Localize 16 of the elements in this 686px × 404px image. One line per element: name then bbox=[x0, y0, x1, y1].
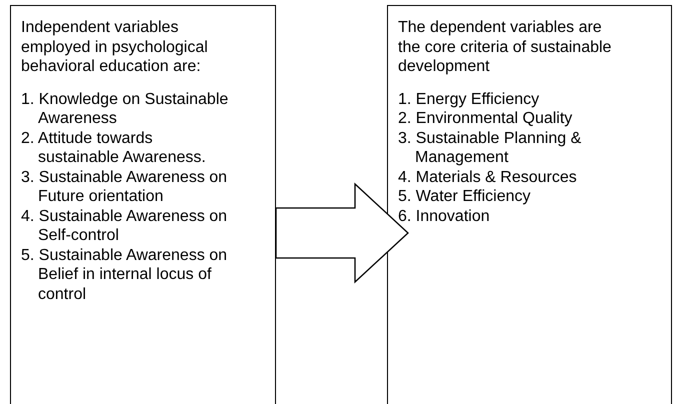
list-item: 6. Innovation bbox=[398, 206, 491, 226]
box-heading: Independent variables employed in psychological behavioral education are: bbox=[21, 18, 209, 76]
text-box bbox=[10, 5, 276, 404]
text-box bbox=[387, 5, 672, 404]
list-item: 3. Sustainable Awareness on Future orientation bbox=[21, 168, 228, 206]
block-arrow bbox=[275, 182, 409, 284]
list-item: 3. Sustainable Planning & Management bbox=[398, 128, 582, 168]
list-item: 5. Water Efficiency bbox=[398, 187, 532, 206]
list-item: 2. Environmental Quality bbox=[398, 109, 574, 128]
list-item: 1. Knowledge on Sustainable Awareness bbox=[21, 90, 230, 128]
list-item: 4. Materials & Resources bbox=[398, 168, 578, 187]
list-item: 2. Attitude towards sustainable Awareness. bbox=[21, 128, 207, 168]
box-heading: The dependent variables are the core criteria of sustainable development bbox=[398, 18, 612, 76]
list-item: 1. Energy Efficiency bbox=[398, 90, 540, 109]
list-item: 4. Sustainable Awareness on Self-control bbox=[21, 206, 228, 246]
list-item: 5. Sustainable Awareness on Belief in internal locus of control bbox=[21, 246, 228, 304]
